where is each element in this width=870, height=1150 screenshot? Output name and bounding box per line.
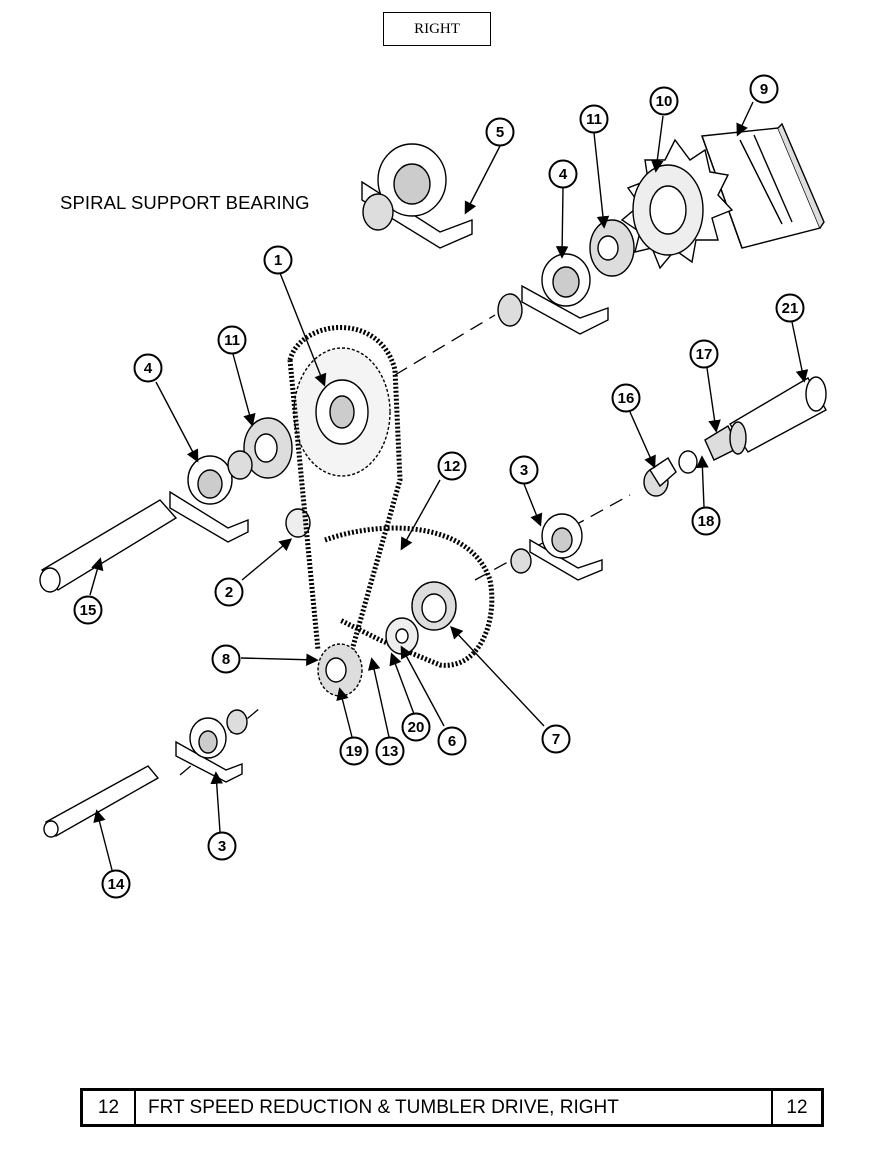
spiral-support-bearing-5 bbox=[361, 143, 473, 249]
callout-19: 19 bbox=[339, 736, 369, 766]
drive-chain-12 bbox=[287, 325, 495, 668]
callout-label: 18 bbox=[698, 513, 715, 530]
universal-joint bbox=[643, 424, 739, 497]
callout-label: 3 bbox=[520, 462, 528, 479]
callout-label: 4 bbox=[144, 360, 153, 377]
shield-part bbox=[701, 122, 825, 249]
callout-leader-lines bbox=[89, 101, 809, 871]
callout-label: 15 bbox=[80, 602, 97, 619]
callout-6: 6 bbox=[437, 726, 467, 756]
bearing-collar-right bbox=[510, 548, 532, 574]
callout-label: 17 bbox=[696, 346, 713, 363]
sprocket-8 bbox=[317, 643, 363, 697]
callout-label: 19 bbox=[346, 743, 363, 760]
callout-20: 20 bbox=[401, 712, 431, 742]
callout-label: 21 bbox=[782, 300, 799, 317]
callout-label: 16 bbox=[618, 390, 635, 407]
sprocket-10 bbox=[620, 138, 734, 270]
callout-11: 11 bbox=[579, 104, 609, 134]
footer-page-number-right: 12 bbox=[771, 1091, 821, 1124]
shaft-15 bbox=[39, 499, 178, 593]
callout-10: 10 bbox=[649, 86, 679, 116]
footer-page-number-left: 12 bbox=[83, 1091, 136, 1124]
callout-label: 8 bbox=[222, 651, 230, 668]
section-label: SPIRAL SUPPORT BEARING bbox=[60, 192, 310, 213]
callout-11: 11 bbox=[217, 325, 247, 355]
callout-label: 3 bbox=[218, 838, 226, 855]
callout-16: 16 bbox=[611, 383, 641, 413]
callout-8: 8 bbox=[211, 644, 241, 674]
callout-label: 7 bbox=[552, 731, 560, 748]
callout-5: 5 bbox=[485, 117, 515, 147]
bushing-6 bbox=[385, 617, 419, 655]
callout-label: 5 bbox=[496, 124, 504, 141]
pillow-block-3-right bbox=[529, 513, 603, 581]
pillow-block-4-left bbox=[169, 450, 253, 543]
bearing-collar-upper bbox=[497, 293, 523, 327]
callout-label: 6 bbox=[448, 733, 456, 750]
callout-3: 3 bbox=[509, 455, 539, 485]
callout-14: 14 bbox=[101, 869, 131, 899]
callout-label: 11 bbox=[586, 111, 602, 128]
callout-15: 15 bbox=[73, 595, 103, 625]
callout-label: 14 bbox=[108, 876, 125, 893]
callout-13: 13 bbox=[375, 736, 405, 766]
callout-4: 4 bbox=[133, 353, 163, 383]
footer-title: FRT SPEED REDUCTION & TUMBLER DRIVE, RIG… bbox=[148, 1096, 619, 1118]
callout-7: 7 bbox=[541, 724, 571, 754]
callout-label: 1 bbox=[274, 252, 282, 269]
callout-label: 13 bbox=[382, 743, 399, 760]
hub-11-left bbox=[243, 417, 293, 479]
callout-label: 12 bbox=[444, 458, 461, 475]
callout-12: 12 bbox=[437, 451, 467, 481]
callout-17: 17 bbox=[689, 339, 719, 369]
callout-21: 21 bbox=[775, 293, 805, 323]
callout-1: 1 bbox=[263, 245, 293, 275]
driveshaft-21 bbox=[729, 376, 827, 455]
collar-7 bbox=[411, 581, 457, 631]
callout-3: 3 bbox=[207, 831, 237, 861]
pillow-block-3-lower bbox=[175, 709, 248, 783]
callout-label: 4 bbox=[559, 166, 568, 183]
callout-label: 20 bbox=[408, 719, 425, 736]
callout-2: 2 bbox=[214, 577, 244, 607]
callout-18: 18 bbox=[691, 506, 721, 536]
hub-11-upper bbox=[589, 219, 635, 277]
callout-label: 9 bbox=[760, 81, 768, 98]
callout-label: 2 bbox=[225, 584, 233, 601]
shaft-14 bbox=[43, 765, 160, 838]
footer-title-bar: 12 FRT SPEED REDUCTION & TUMBLER DRIVE, … bbox=[80, 1088, 824, 1127]
callout-label: 11 bbox=[224, 332, 240, 349]
callout-4: 4 bbox=[548, 159, 578, 189]
callout-label: 10 bbox=[656, 93, 673, 110]
sprocket-1 bbox=[293, 347, 391, 477]
callout-9: 9 bbox=[749, 74, 779, 104]
side-label-box: RIGHT bbox=[383, 12, 491, 46]
